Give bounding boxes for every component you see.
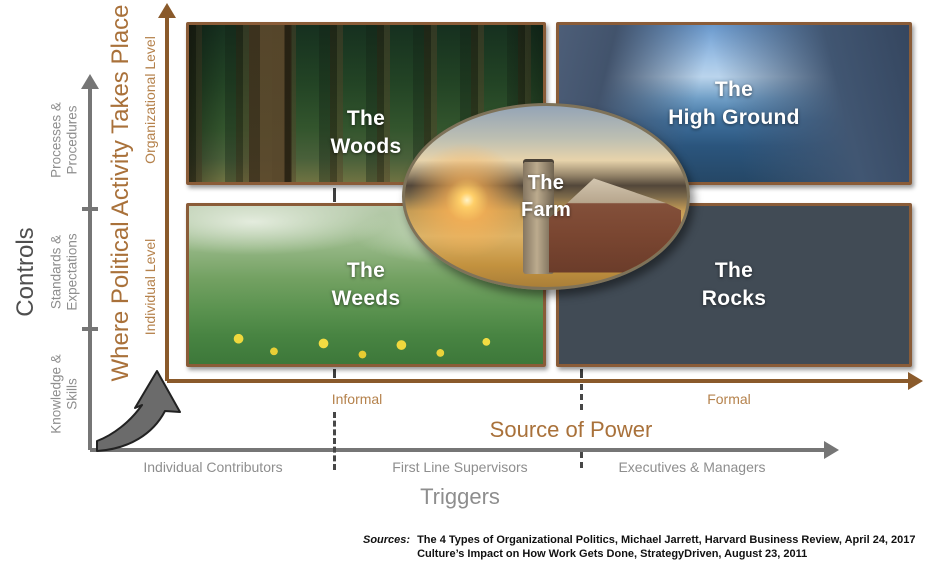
activity-axis-title: Where Political Activity Takes Place: [107, 4, 135, 382]
quadrant-weeds-image: The Weeds: [186, 203, 546, 367]
triggers-tick-individual-contributors: Individual Contributors: [143, 459, 283, 475]
triggers-tick-executives-managers: Executives & Managers: [618, 459, 766, 475]
sources-note: Sources: The 4 Types of Organizational P…: [363, 534, 916, 561]
controls-axis-tick: [82, 207, 98, 211]
separator-dash: [580, 369, 583, 378]
triggers-tick-first-line-supervisors: First Line Supervisors: [392, 459, 528, 475]
triggers-axis-title: Triggers: [420, 484, 500, 509]
power-tick-informal: Informal: [331, 391, 383, 407]
up-arrowhead-icon: [158, 3, 176, 18]
controls-axis-tick: [82, 327, 98, 331]
curved-up-arrow-icon: [96, 370, 181, 452]
quadrant-woods-label: The Woods: [330, 106, 402, 158]
sources-line-2: Culture’s Impact on How Work Gets Done, …: [417, 547, 808, 560]
separator-dash: [333, 188, 336, 202]
separator-dashed-line: [580, 384, 583, 410]
triggers-axis-line: [90, 448, 824, 452]
controls-axis-line: [88, 88, 92, 450]
up-arrowhead-icon: [81, 74, 99, 89]
center-farm-image: The Farm: [402, 103, 690, 290]
quadrant-woods-image: The Woods: [186, 22, 546, 185]
activity-axis-line: [165, 16, 169, 381]
sources-lines: The 4 Types of Organizational Politics, …: [417, 534, 915, 561]
quadrant-weeds-label: The Weeds: [331, 259, 401, 310]
sources-label: Sources:: [363, 534, 411, 546]
right-arrowhead-icon: [824, 441, 839, 459]
quadrant-high-ground-label: The High Ground: [668, 77, 800, 129]
controls-tick-standards: Standards & Expectations: [48, 233, 79, 311]
separator-dashed-line: [580, 452, 583, 468]
separator-dash: [333, 369, 336, 378]
activity-tick-organizational: Organizational Level: [141, 36, 158, 164]
controls-tick-knowledge: Knowledge & Skills: [48, 354, 79, 434]
power-tick-formal: Formal: [707, 391, 751, 407]
controls-axis-title: Controls: [12, 227, 40, 317]
right-arrowhead-icon: [908, 372, 923, 390]
controls-tick-processes: Processes & Procedures: [48, 102, 79, 178]
quadrant-rocks-label: The Rocks: [701, 259, 767, 310]
center-farm-label: The Farm: [520, 172, 572, 221]
power-axis-title: Source of Power: [489, 417, 653, 442]
power-axis-line: [167, 379, 908, 383]
separator-dashed-line: [333, 412, 336, 470]
activity-tick-individual: Individual Level: [141, 238, 158, 336]
sources-line-1: The 4 Types of Organizational Politics, …: [417, 534, 916, 546]
